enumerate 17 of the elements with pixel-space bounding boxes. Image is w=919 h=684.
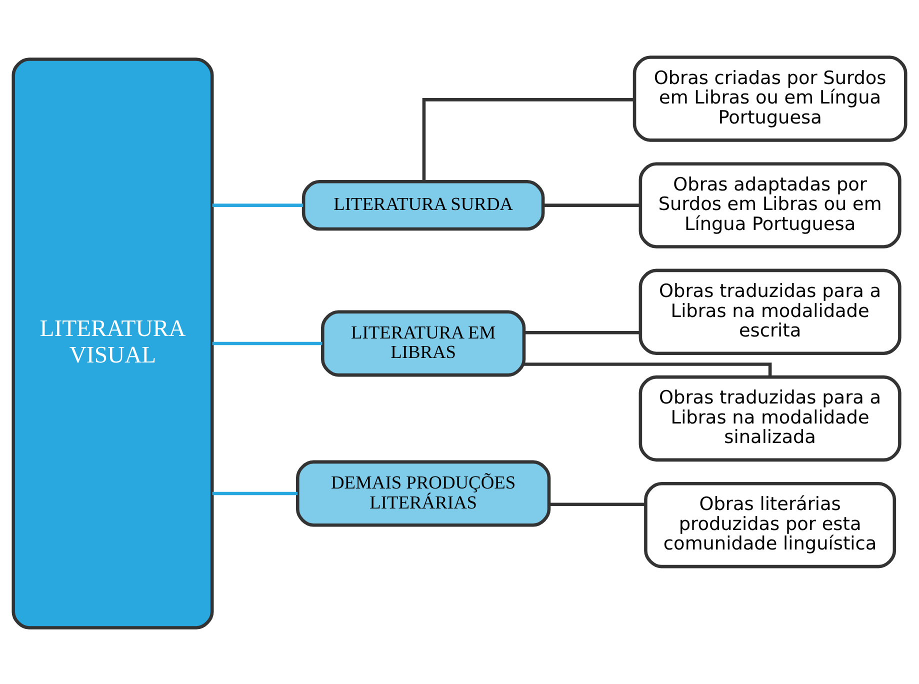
connector (212, 341, 322, 345)
connector (548, 502, 646, 506)
node-box: LITERATURA EM LIBRAS (321, 310, 526, 376)
node-box: Obras traduzidas para a Libras na modalidade sinalizada (638, 374, 902, 462)
connector (543, 203, 640, 206)
node-box: Obras traduzidas para a Libras na modalidade escrita (638, 268, 902, 354)
connector (524, 330, 640, 334)
connector (422, 98, 634, 181)
node-box: Obras literárias produzidas por esta comunidade linguística (644, 482, 896, 568)
connector (212, 203, 304, 206)
node-box: Obras criadas por Surdos em Libras ou em Língua Portuguesa (632, 55, 908, 142)
node-box: DEMAIS PRODUÇÕES LITERÁRIAS (296, 460, 551, 526)
connector (524, 362, 772, 376)
node-box: Obras adaptadas por Surdos em Libras ou em Língua Portuguesa (638, 162, 902, 248)
connector (212, 491, 298, 495)
node-box: LITERATURA VISUAL (12, 57, 214, 629)
node-box: LITERATURA SURDA (302, 179, 545, 230)
